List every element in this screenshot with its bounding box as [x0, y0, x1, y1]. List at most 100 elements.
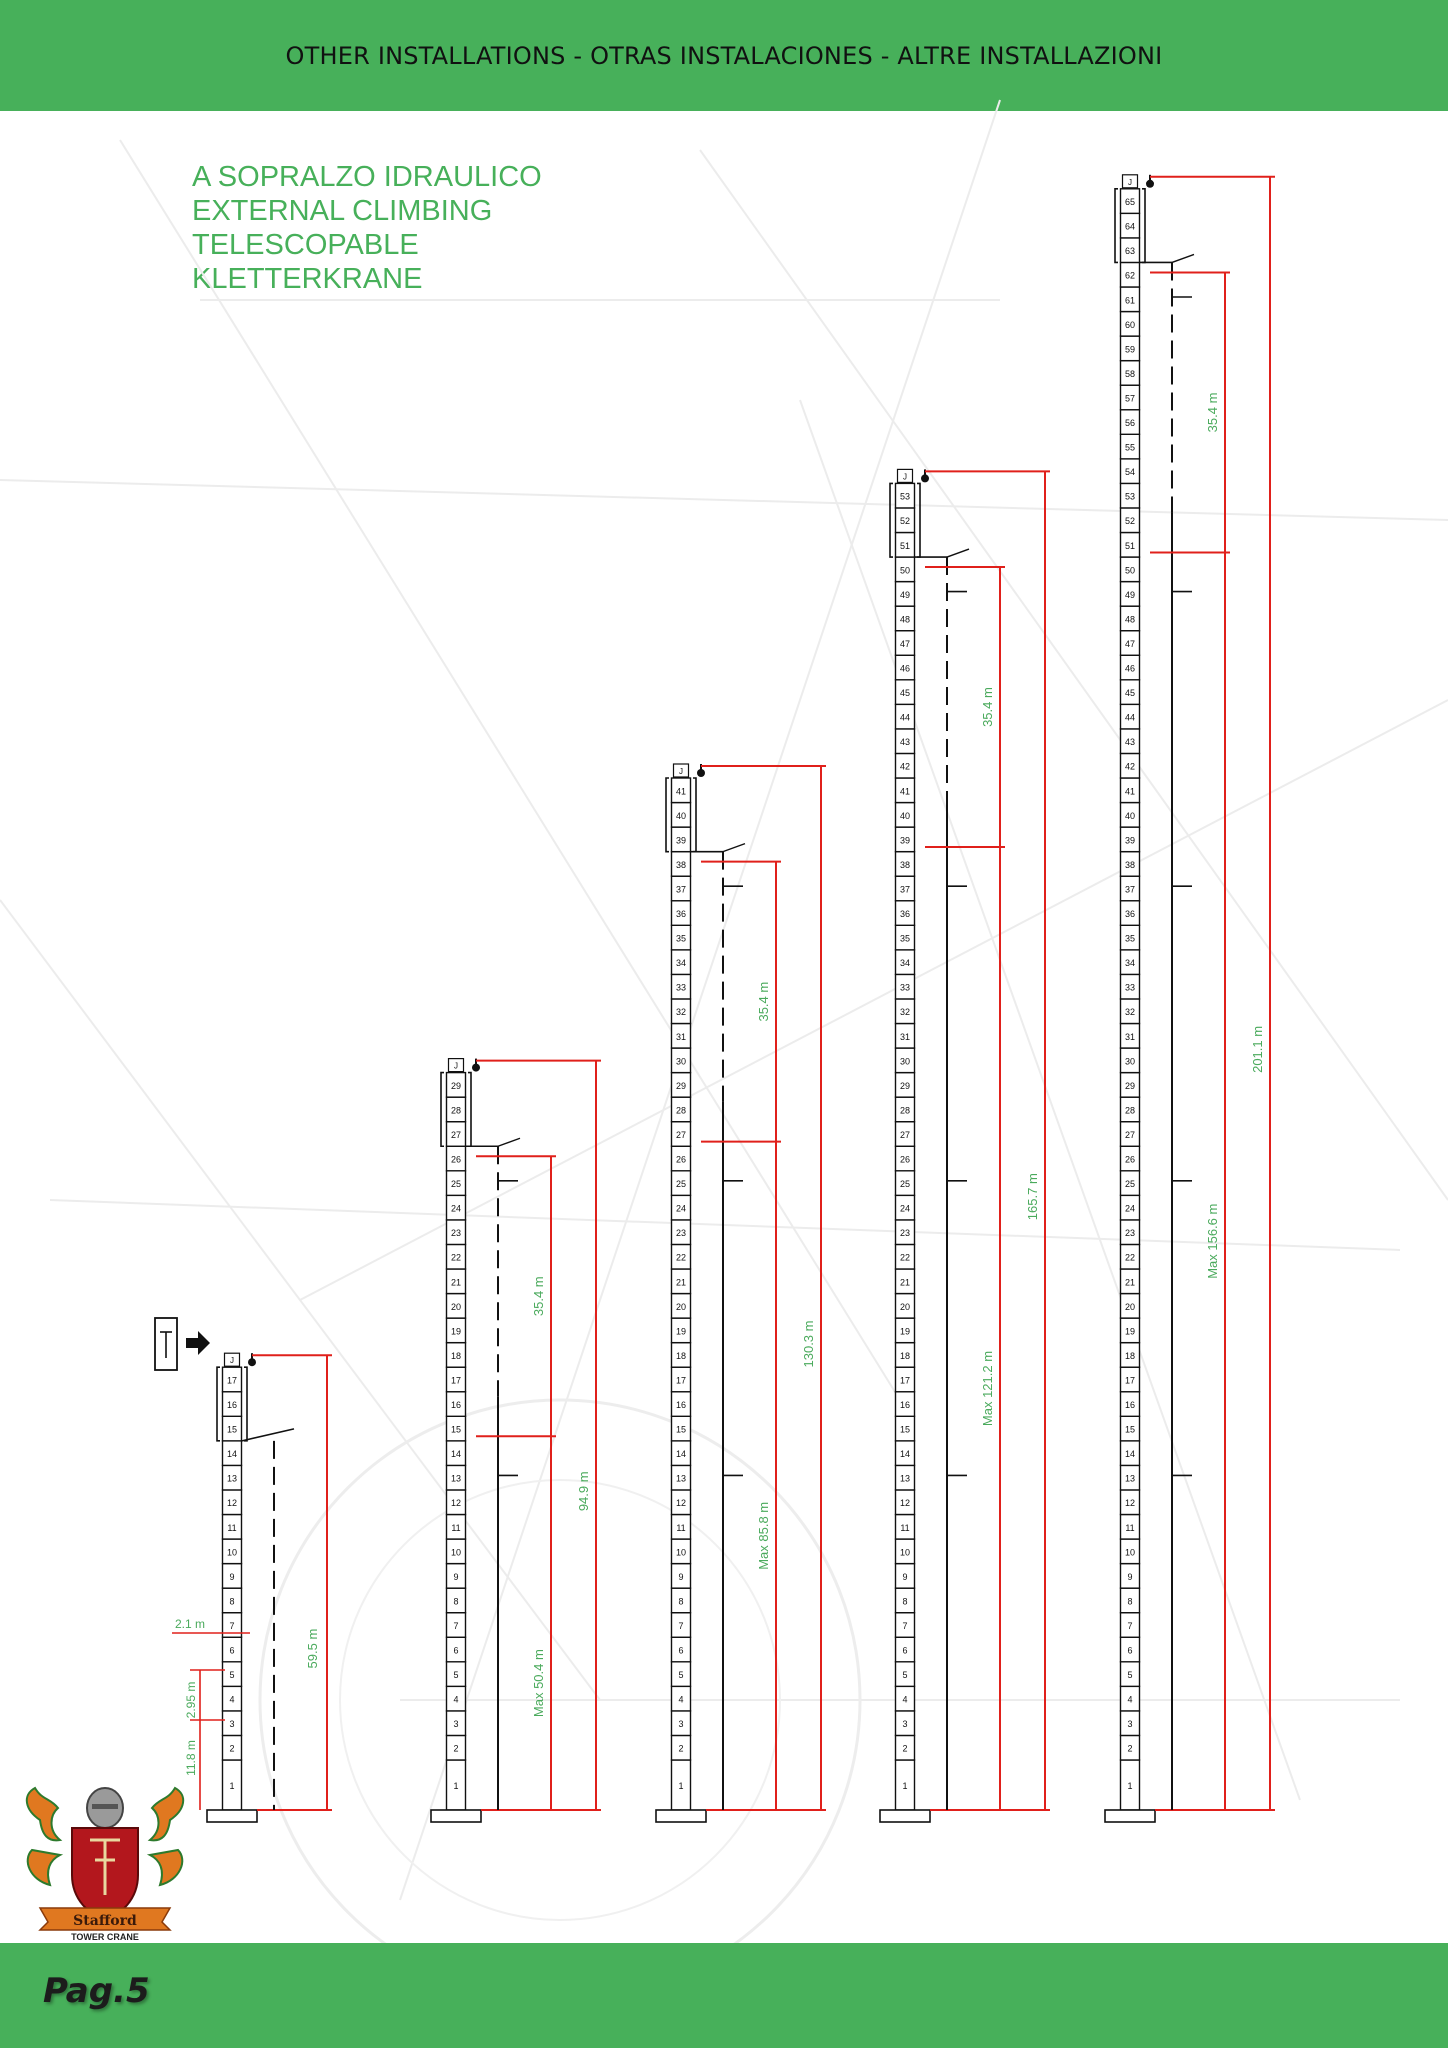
- section-number: 20: [451, 1302, 461, 1312]
- section-number: 31: [900, 1032, 910, 1042]
- section-number: 29: [676, 1081, 686, 1091]
- section-number: 26: [676, 1155, 686, 1165]
- type-line-4: KLETTERKRANE: [192, 263, 423, 295]
- section-number: 56: [1125, 418, 1135, 428]
- section-number: 51: [1125, 541, 1135, 551]
- section-number: 16: [1125, 1400, 1135, 1410]
- section-number: 25: [1125, 1179, 1135, 1189]
- section-number: 32: [900, 1007, 910, 1017]
- section-number: 25: [676, 1179, 686, 1189]
- section-number: 29: [1125, 1081, 1135, 1091]
- section-number: 23: [676, 1228, 686, 1238]
- section-number: 2: [453, 1744, 458, 1754]
- installation-types: A SOPRALZO IDRAULICO EXTERNAL CLIMBING T…: [192, 160, 542, 296]
- section-number: 27: [451, 1130, 461, 1140]
- section-number: 17: [676, 1375, 686, 1385]
- jib-cap: [223, 1352, 241, 1367]
- section-number: 13: [900, 1474, 910, 1484]
- section-number: 28: [451, 1105, 461, 1115]
- height-label: 59.5 m: [305, 1629, 320, 1669]
- mast-section: [445, 1071, 467, 1098]
- mast-section: [670, 777, 692, 804]
- section-number: 38: [900, 860, 910, 870]
- hook-icon: [248, 1358, 256, 1367]
- section-number: 37: [900, 884, 910, 894]
- section-number: 31: [676, 1032, 686, 1042]
- section-number: 11: [676, 1523, 685, 1533]
- section-number: 22: [676, 1253, 686, 1263]
- section-number: 20: [676, 1302, 686, 1312]
- section-number: 30: [1125, 1056, 1135, 1066]
- section-number: 27: [676, 1130, 686, 1140]
- climb-step-label: 35.4 m: [756, 982, 771, 1022]
- section-number: 22: [900, 1253, 910, 1263]
- section-number: 6: [229, 1646, 234, 1656]
- section-number: 30: [676, 1056, 686, 1066]
- section-number: 35: [1125, 934, 1135, 944]
- jib-cap: [896, 468, 914, 483]
- section-number: 48: [1125, 614, 1135, 624]
- jib-cap: [447, 1057, 465, 1073]
- section-number: 3: [453, 1719, 458, 1729]
- section-number: 16: [900, 1400, 910, 1410]
- logo-subtitle: TOWER CRANE: [71, 1932, 139, 1940]
- max-free-height-label: Max 85.8 m: [756, 1502, 771, 1570]
- section-number: 14: [900, 1449, 910, 1459]
- section-number: 4: [678, 1695, 683, 1705]
- section-number: 8: [453, 1596, 458, 1606]
- section-number: 9: [229, 1572, 234, 1582]
- background-wire-8: [49, 1199, 1401, 1251]
- section-number: 61: [1125, 295, 1135, 305]
- section-number: 51: [900, 541, 910, 551]
- header-bar: OTHER INSTALLATIONS - OTRAS INSTALACIONE…: [0, 0, 1448, 111]
- stafford-logo: Stafford TOWER CRANE: [25, 1786, 185, 1940]
- section-number: 26: [1125, 1155, 1135, 1165]
- section-number: 11: [900, 1523, 909, 1533]
- section-number: 54: [1125, 467, 1135, 477]
- section-number: 10: [227, 1547, 237, 1557]
- section-number: 13: [676, 1474, 686, 1484]
- section-number: 36: [900, 909, 910, 919]
- background-wire-3: [0, 899, 601, 1701]
- section-number: 16: [451, 1400, 461, 1410]
- section-number: 24: [451, 1204, 461, 1214]
- climb-step-label: 35.4 m: [980, 687, 995, 727]
- section-number: 12: [900, 1498, 910, 1508]
- section-number: 29: [900, 1081, 910, 1091]
- jib-cap-label: J: [1128, 178, 1132, 187]
- hook-icon: [921, 474, 929, 483]
- section-number: 41: [676, 786, 686, 796]
- section-number: 9: [902, 1572, 907, 1582]
- max-free-height-label: Max 50.4 m: [531, 1649, 546, 1717]
- section-number: 28: [900, 1105, 910, 1115]
- section-number: 8: [902, 1596, 907, 1606]
- section-number: 45: [1125, 688, 1135, 698]
- section-number: 37: [1125, 884, 1135, 894]
- section-number: 6: [902, 1646, 907, 1656]
- arrow-right-icon: [186, 1331, 210, 1355]
- section-number: 10: [900, 1547, 910, 1557]
- section-number: 16: [676, 1400, 686, 1410]
- upper-tie-brace: [497, 1137, 521, 1147]
- section-number: 21: [676, 1277, 686, 1287]
- section-number: 10: [676, 1547, 686, 1557]
- section-number: 32: [676, 1007, 686, 1017]
- section-number: 29: [451, 1081, 461, 1091]
- section-number: 15: [227, 1425, 237, 1435]
- section-number: 4: [902, 1695, 907, 1705]
- section-number: 28: [676, 1105, 686, 1115]
- section-number: 33: [676, 983, 686, 993]
- base-plate: [655, 1809, 707, 1823]
- section-number: 41: [900, 786, 910, 796]
- section-number: 50: [900, 565, 910, 575]
- section-number: 19: [1125, 1326, 1135, 1336]
- type-line-2: EXTERNAL CLIMBING: [192, 195, 493, 227]
- section-number: 1: [1127, 1781, 1132, 1791]
- section-number: 14: [676, 1449, 686, 1459]
- section-number: 5: [902, 1670, 907, 1680]
- section-number: 2: [229, 1744, 234, 1754]
- section-number: 5: [678, 1670, 683, 1680]
- section-number: 18: [900, 1351, 910, 1361]
- section-number: 64: [1125, 222, 1135, 232]
